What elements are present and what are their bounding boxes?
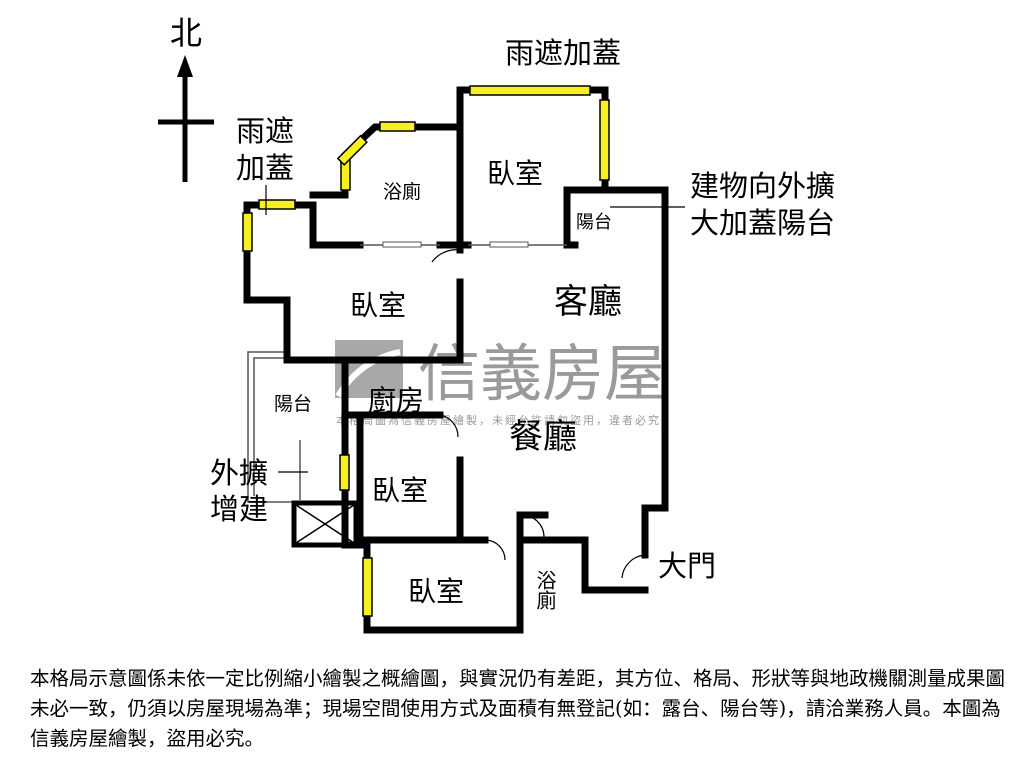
room-bedroom-mid: 臥室	[372, 474, 428, 507]
swing-doors	[431, 249, 646, 579]
floor-plan: 北 信義房屋 本格局圖為信義房屋繪製，未經允許請勿盜用，違者必究	[158, 14, 835, 634]
annotation-balcony-ext-2: 大加蓋陽台	[690, 206, 835, 240]
annotation-balcony-ext-1: 建物向外擴	[690, 169, 835, 203]
room-bedroom-top: 臥室	[487, 157, 543, 190]
north-label: 北	[170, 14, 202, 52]
room-dining: 餐廳	[509, 417, 577, 457]
annotation-canopy-top: 雨遮加蓋	[505, 36, 621, 70]
leader-lines	[265, 185, 685, 473]
compass-icon	[158, 55, 214, 182]
disclaimer-text: 本格局示意圖係未依一定比例縮小繪製之概繪圖，與實況仍有差距，其方位、格局、形狀等…	[30, 667, 1006, 750]
sliding-doors	[360, 241, 567, 248]
annotation-canopy-left-1: 雨遮	[236, 114, 294, 148]
windows	[242, 85, 610, 617]
room-living: 客廳	[554, 282, 622, 322]
room-balcony-top: 陽台	[576, 212, 612, 233]
walls	[243, 86, 669, 634]
room-kitchen: 廚房	[368, 384, 424, 417]
room-bedroom-bottom: 臥室	[408, 575, 464, 608]
room-balcony-left: 陽台	[274, 393, 312, 415]
watermark-brand: 信義房屋	[418, 337, 666, 410]
room-bath-bottom: 浴廁	[533, 570, 557, 611]
annotation-ext-build-1: 外擴	[210, 456, 268, 490]
room-bath-top: 浴廁	[383, 180, 421, 203]
annotation-canopy-left-2: 加蓋	[236, 151, 294, 185]
room-bedroom-left: 臥室	[350, 289, 406, 322]
annotation-main-door: 大門	[658, 549, 716, 583]
annotation-ext-build-2: 增建	[210, 492, 268, 526]
